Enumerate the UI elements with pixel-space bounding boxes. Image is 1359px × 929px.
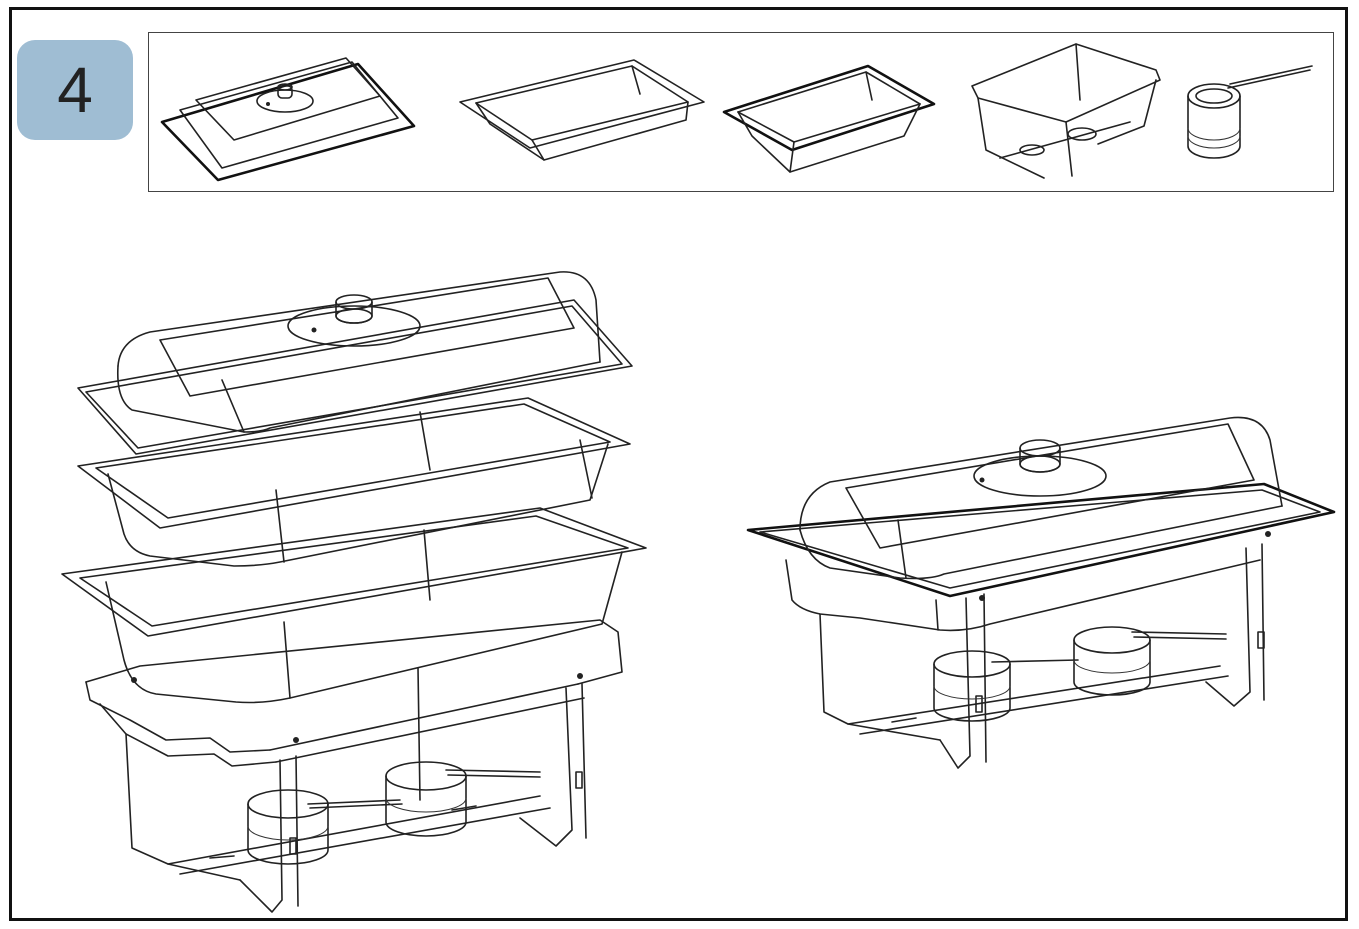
exploded-food-pan bbox=[77, 397, 631, 567]
part-fuel-canister-icon bbox=[1187, 65, 1313, 159]
instruction-frame bbox=[9, 7, 1348, 921]
exploded-frame-stand bbox=[85, 619, 623, 913]
step-number-badge: 4 bbox=[17, 40, 133, 140]
exploded-view bbox=[61, 271, 647, 913]
exploded-water-pan bbox=[61, 507, 647, 704]
part-food-pan-icon bbox=[459, 59, 705, 161]
part-water-pan-icon bbox=[722, 64, 936, 173]
assembled-view bbox=[746, 416, 1336, 769]
part-frame-stand-icon bbox=[971, 43, 1161, 179]
exploded-fuel-canisters bbox=[247, 761, 541, 865]
exploded-lid bbox=[77, 271, 633, 455]
parts-list-box bbox=[148, 32, 1334, 192]
part-lid-icon bbox=[160, 57, 416, 182]
